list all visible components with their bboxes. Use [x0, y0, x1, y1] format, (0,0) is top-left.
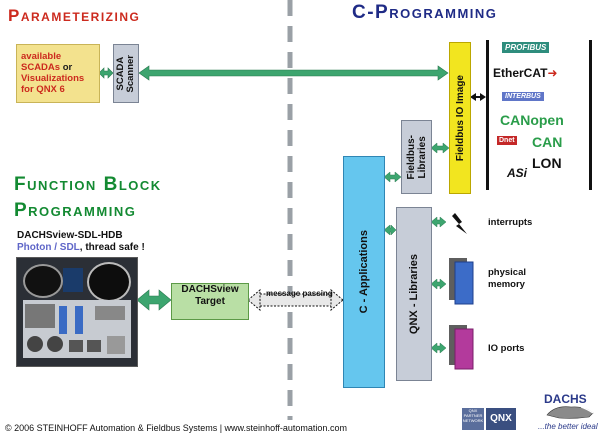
dachs-logo: DACHS	[544, 392, 587, 406]
photon-sdl-text: Photon / SDL	[17, 242, 80, 253]
memory-chip-icon	[449, 258, 474, 305]
capps-qnx-arrow	[383, 224, 397, 236]
heading-function-block: Function Block	[14, 174, 162, 195]
right-border-bar	[589, 40, 592, 190]
scanner-io-arrow	[138, 65, 449, 81]
ioports-chip-icon	[449, 325, 474, 370]
interbus-logo: INTERBUS	[502, 92, 544, 101]
scadas-line-3: Visualizations	[21, 73, 85, 84]
c-applications-label: C - Applications	[358, 230, 370, 314]
fblib-line-2: Libraries	[416, 135, 428, 179]
dachsview-subtitle: Photon / SDL, thread safe !	[17, 242, 145, 253]
io-logos-arrow	[470, 93, 486, 101]
scadas-line-2-suffix: or	[60, 62, 73, 73]
scanner-line-2: Scanner	[125, 54, 136, 93]
fieldbus-io-image-box: Fieldbus IO Image	[449, 42, 471, 194]
scadas-line-1: available	[21, 51, 62, 62]
qnx-logo: QNX	[486, 408, 516, 430]
lon-logo: LON	[532, 155, 562, 171]
message-passing-arrow	[247, 288, 344, 312]
qnx-partner-badge: QNX PARTNER NETWORK	[462, 408, 484, 430]
libs-io-arrow	[430, 142, 450, 154]
devicenet-logo: Dnet	[497, 136, 517, 145]
c-applications-box: C - Applications	[343, 156, 385, 388]
badger-icon	[546, 406, 594, 419]
qnx-libraries-box: QNX - Libraries	[396, 207, 432, 381]
heading-parameterizing: Parameterizing	[8, 6, 141, 25]
hdb-target-arrow	[136, 289, 172, 311]
gauge-right-icon	[87, 262, 131, 302]
fieldbus-io-image-label: Fieldbus IO Image	[454, 74, 466, 162]
dachs-slogan: ...the better ideal	[538, 422, 598, 431]
physical-label: physical	[488, 267, 527, 278]
qnx-libraries-label: QNX - Libraries	[408, 253, 420, 335]
capps-libs-arrow	[383, 171, 402, 183]
footer-copyright: © 2006 STEINHOFF Automation & Fieldbus S…	[5, 423, 347, 433]
fieldbus-libraries-box: Fieldbus-Libraries	[401, 120, 432, 194]
scadas-line-2: SCADAs	[21, 62, 61, 73]
scadas-line-4: for QNX 6	[21, 84, 65, 95]
hmi-screenshot	[16, 257, 138, 367]
message-passing-label: message passing	[266, 289, 333, 298]
ethercat-logo: EtherCAT➜	[493, 66, 558, 80]
heading-programming: Programming	[14, 200, 137, 221]
qnx-ioports-arrow	[430, 342, 447, 354]
gauge-left-icon	[23, 264, 63, 298]
memory-label: memory	[488, 279, 525, 290]
scadas-scanner-arrow	[98, 67, 114, 79]
logos-bracket	[486, 40, 489, 190]
fblib-line-1: Fieldbus-	[405, 134, 417, 180]
dachsview-title: DACHSview-SDL-HDB	[17, 230, 123, 241]
qnx-memory-arrow	[430, 278, 447, 290]
dachsview-target-box: DACHSview Target	[171, 283, 249, 320]
meter-box-icon	[63, 268, 83, 292]
control-panel	[23, 300, 131, 358]
asi-logo: ASi	[507, 166, 528, 180]
thread-safe-text: , thread safe !	[79, 242, 145, 253]
heading-c-programming: C-Programming	[352, 2, 498, 23]
qnx-interrupts-arrow	[430, 216, 447, 228]
can-logo: CAN	[532, 134, 563, 150]
interrupts-label: interrupts	[488, 217, 533, 228]
target-line-1: DACHSview	[181, 284, 239, 295]
profibus-logo: PROFIBUS	[502, 42, 550, 53]
available-scadas-box: available SCADAs or Visualizations for Q…	[16, 44, 100, 103]
io-ports-label: IO ports	[488, 343, 525, 354]
lightning-icon	[452, 213, 467, 234]
canopen-logo: CANopen	[500, 112, 564, 128]
target-line-2: Target	[195, 296, 225, 307]
